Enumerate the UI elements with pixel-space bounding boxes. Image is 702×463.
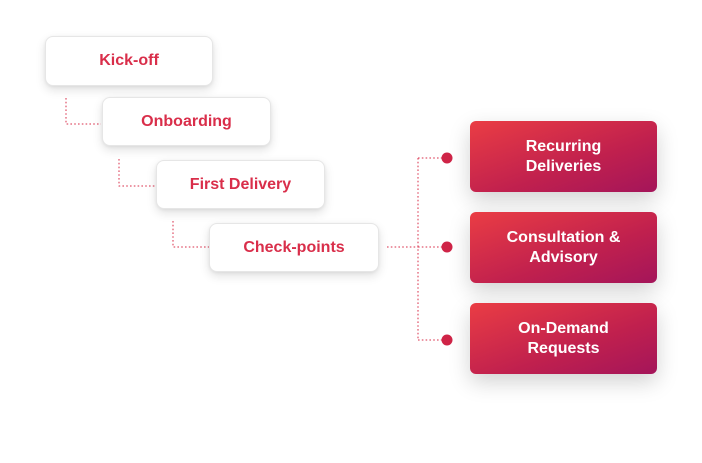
branch-dot-1: [441, 152, 453, 164]
option-label-line1: Recurring: [525, 137, 602, 155]
step-label: Check-points: [243, 238, 345, 256]
option-recurring-deliveries: Recurring Deliveries: [470, 121, 657, 192]
option-label-line2: Requests: [527, 339, 600, 357]
step-first-delivery: First Delivery: [156, 160, 325, 209]
option-label-line1: Consultation &: [506, 228, 621, 246]
option-on-demand-requests: On-Demand Requests: [470, 303, 657, 374]
option-label-line2: Deliveries: [525, 157, 602, 175]
step-label: Onboarding: [141, 112, 232, 130]
branch-dot-2: [441, 241, 453, 253]
step-onboarding: Onboarding: [102, 97, 271, 146]
option-consultation-advisory: Consultation & Advisory: [470, 212, 657, 283]
step-check-points: Check-points: [209, 223, 379, 272]
option-label-line2: Advisory: [529, 248, 598, 266]
option-label-line1: On-Demand: [518, 319, 609, 337]
connector-firstdelivery-checkpoints: [172, 221, 209, 248]
step-label: First Delivery: [189, 175, 292, 193]
step-label: Kick-off: [99, 52, 159, 69]
connector-kickoff-onboarding: [65, 98, 101, 125]
connector-onboarding-firstdelivery: [118, 159, 156, 187]
step-kick-off: Kick-off: [45, 36, 213, 86]
branch-dot-3: [441, 334, 453, 346]
